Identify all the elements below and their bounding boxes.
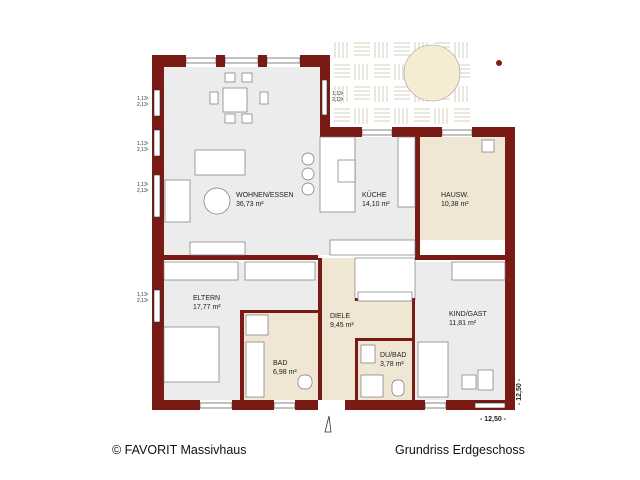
furniture [163, 72, 506, 398]
room-area-kindgast: 11,81 m² [449, 320, 477, 327]
window-dimensions: 1,13¹ 2,13¹ 1,13¹ 2,13¹ 1,13¹ 2,13¹ 1,13… [137, 91, 344, 304]
window-dim-top: 1,13¹ [137, 182, 149, 188]
windows [153, 57, 506, 410]
width-dimension: - 12,50 - [480, 416, 507, 423]
room-area-eltern: 17,77 m² [193, 304, 221, 311]
plant-dot [496, 60, 502, 66]
window-dim-bottom: 2,13¹ [332, 97, 344, 103]
window-dim-top: 1,13¹ [332, 91, 344, 97]
room-area-bad: 6,98 m² [273, 369, 297, 376]
window-dim-bottom: 2,13¹ [137, 188, 149, 194]
plan-title: Grundriss Erdgeschoss [395, 443, 525, 457]
umbrella [403, 44, 461, 102]
room-labels: WOHNEN/ESSEN 36,73 m² KÜCHE 14,10 m² HAU… [193, 191, 487, 376]
room-name-kindgast: KIND/GAST [449, 311, 487, 318]
room-area-diele: 9,45 m² [330, 322, 354, 329]
window-dim-top: 1,13¹ [137, 141, 149, 147]
room-name-diele: DIELE [330, 313, 351, 320]
room-name-dubad: DU/BAD [380, 352, 406, 359]
room-name-bad: BAD [273, 360, 287, 367]
depth-dimension: - 12,50 - [516, 378, 523, 405]
window-dim-bottom: 2,13¹ [137, 102, 149, 108]
room-area-kueche: 14,10 m² [362, 201, 390, 208]
room-name-eltern: ELTERN [193, 295, 220, 302]
room-name-kueche: KÜCHE [362, 191, 387, 199]
window-dim-top: 1,13¹ [137, 292, 149, 298]
window-dim-bottom: 2,13¹ [137, 147, 149, 153]
room-name-hausw: HAUSW. [441, 192, 469, 199]
room-area-hausw: 10,38 m² [441, 201, 469, 208]
room-area-dubad: 3,78 m² [380, 361, 404, 368]
room-name-wohnen: WOHNEN/ESSEN [236, 192, 294, 199]
window-dim-top: 1,13¹ [137, 96, 149, 102]
copyright: © FAVORIT Massivhaus [112, 443, 247, 457]
window-dim-bottom: 2,13¹ [137, 298, 149, 304]
north-arrow [324, 415, 332, 433]
room-area-wohnen: 36,73 m² [236, 201, 264, 208]
